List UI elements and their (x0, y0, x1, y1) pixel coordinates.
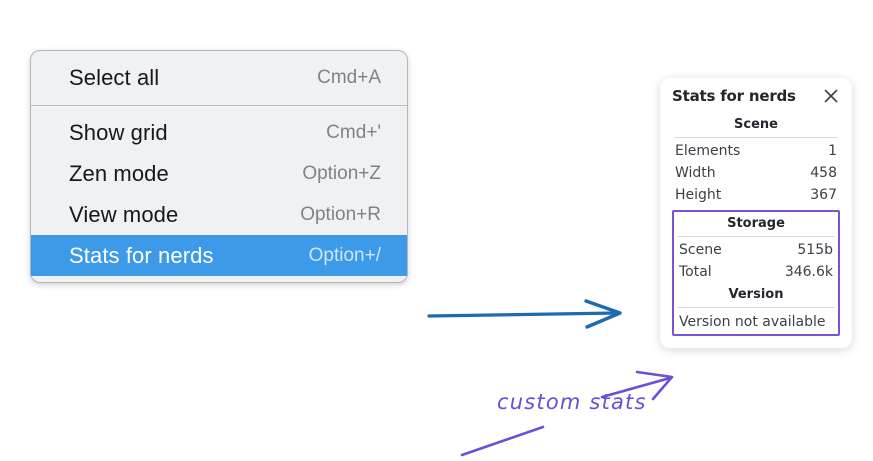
menu-group-2: Show grid Cmd+' Zen mode Option+Z View m… (31, 112, 407, 276)
menu-group-1: Select all Cmd+A (31, 57, 407, 98)
menu-item-shortcut: Cmd+' (326, 121, 381, 143)
menu-item-shortcut: Option+R (300, 203, 381, 225)
menu-item-zen-mode[interactable]: Zen mode Option+Z (31, 153, 407, 194)
stat-key: Width (675, 165, 716, 181)
version-section-heading: Version (728, 287, 784, 302)
stat-value: 458 (810, 165, 837, 181)
menu-item-label: Show grid (69, 119, 168, 145)
stat-row-storage-scene: Scene 515b (676, 239, 836, 261)
scene-section-heading: Scene (734, 117, 778, 132)
stat-row-height: Height 367 (672, 184, 840, 206)
menu-item-label: Zen mode (69, 160, 169, 186)
purple-underline-stroke (460, 425, 545, 457)
stat-value: 1 (828, 143, 837, 159)
stat-row-width: Width 458 (672, 162, 840, 184)
stats-panel-title: Stats for nerds (672, 87, 796, 105)
version-text: Version not available (679, 314, 826, 330)
menu-item-label: Stats for nerds (69, 242, 214, 268)
menu-item-shortcut: Cmd+A (317, 66, 381, 88)
stat-key: Scene (679, 242, 722, 258)
menu-item-view-mode[interactable]: View mode Option+R (31, 194, 407, 235)
menu-item-label: Select all (69, 64, 160, 90)
menu-item-label: View mode (69, 201, 179, 227)
scene-divider (674, 137, 838, 138)
stat-value: 367 (810, 187, 837, 203)
version-divider (678, 307, 834, 308)
stat-key: Total (679, 264, 712, 280)
stat-value: 346.6k (784, 264, 833, 280)
stat-key: Elements (675, 143, 741, 159)
stat-key: Height (675, 187, 722, 203)
menu-separator (31, 105, 407, 106)
storage-section-heading: Storage (727, 216, 785, 231)
menu-item-select-all[interactable]: Select all Cmd+A (31, 57, 407, 98)
context-menu[interactable]: Select all Cmd+A Show grid Cmd+' Zen mod… (30, 50, 408, 283)
menu-item-show-grid[interactable]: Show grid Cmd+' (31, 112, 407, 153)
blue-arrow-to-panel (427, 299, 622, 329)
stat-row-elements: Elements 1 (672, 140, 840, 162)
menu-item-shortcut: Option+Z (302, 162, 381, 184)
stat-value: 515b (797, 242, 833, 258)
menu-item-stats-for-nerds[interactable]: Stats for nerds Option+/ (31, 235, 407, 276)
menu-item-shortcut: Option+/ (308, 244, 381, 266)
storage-divider (678, 236, 834, 237)
close-icon[interactable] (822, 87, 840, 105)
stat-row-storage-total: Total 346.6k (676, 261, 836, 283)
custom-stats-annotation-label: custom stats (497, 390, 647, 414)
stats-panel-header: Stats for nerds (672, 87, 840, 105)
stats-for-nerds-panel: Stats for nerds Scene Elements 1 Width 4… (660, 78, 852, 348)
custom-stats-highlight-box: Storage Scene 515b Total 346.6k Version … (672, 210, 840, 336)
